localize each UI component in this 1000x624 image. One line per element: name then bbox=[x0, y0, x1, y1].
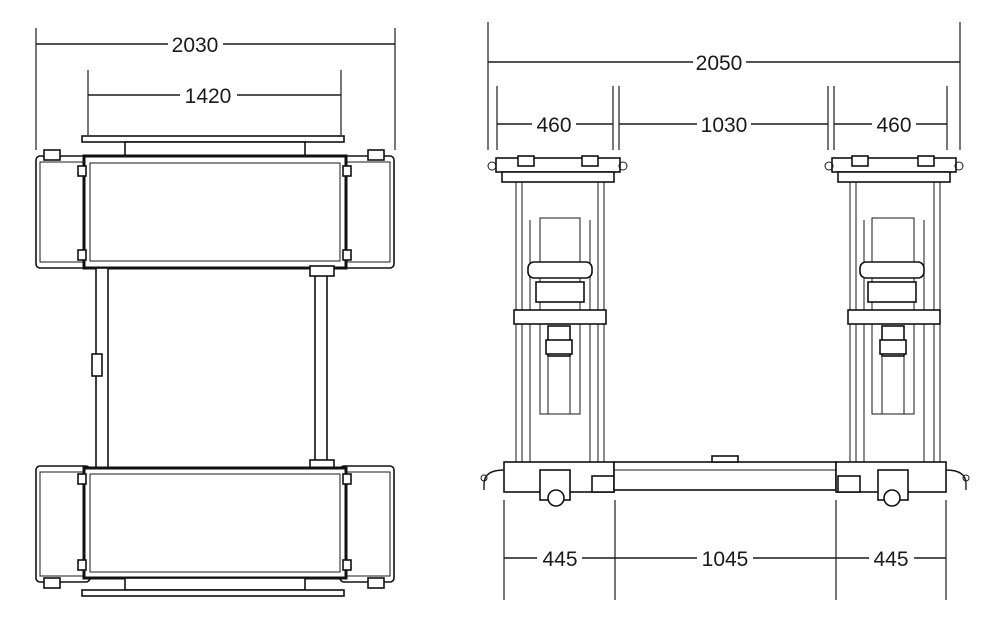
upper-crossbar bbox=[81, 135, 345, 157]
front-view: 2050 460 1030 460 bbox=[480, 22, 970, 600]
dim-label-445-left: 445 bbox=[542, 548, 577, 571]
lower-crossbar bbox=[81, 577, 345, 597]
top-view: 2030 1420 bbox=[35, 28, 396, 597]
upper-platform bbox=[35, 149, 395, 270]
side-rails bbox=[91, 265, 335, 471]
lower-platform bbox=[35, 465, 395, 589]
dim-label-2050: 2050 bbox=[696, 52, 743, 75]
dimension-1420: 1420 bbox=[87, 70, 342, 135]
dimension-top-row: 460 1030 460 bbox=[496, 86, 948, 150]
dim-label-460-left: 460 bbox=[536, 114, 571, 137]
dim-label-1420: 1420 bbox=[185, 85, 232, 108]
dimension-bottom-row: 445 1045 445 bbox=[503, 500, 947, 600]
right-lift-column bbox=[824, 155, 970, 507]
base-crossbeam bbox=[613, 455, 837, 491]
dimension-2050: 2050 bbox=[487, 22, 961, 150]
dim-label-1045: 1045 bbox=[702, 548, 749, 571]
dim-label-2030: 2030 bbox=[172, 34, 219, 57]
dim-label-445-right: 445 bbox=[873, 548, 908, 571]
dimension-2030: 2030 bbox=[35, 28, 396, 150]
dim-label-460-right: 460 bbox=[876, 114, 911, 137]
dim-label-1030: 1030 bbox=[701, 114, 748, 137]
left-lift-column bbox=[480, 155, 628, 507]
